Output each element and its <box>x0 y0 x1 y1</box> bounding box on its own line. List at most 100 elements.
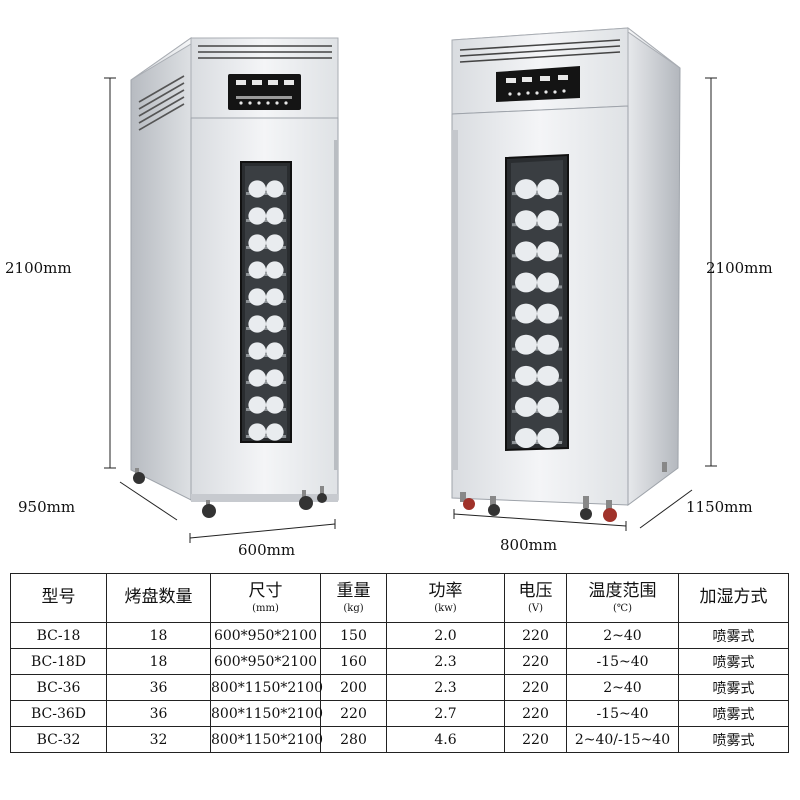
dough-ball <box>515 210 537 231</box>
tray-shelf <box>512 254 562 258</box>
dough-ball <box>266 180 284 198</box>
dough-ball <box>266 369 284 387</box>
header-weight: 重量(kg) <box>320 573 387 623</box>
table-row: BC-32 32 800*1150*2100 280 4.6 220 2~40/… <box>10 726 789 753</box>
dough-ball <box>537 303 559 324</box>
cell-temp-range: 2~40 <box>566 674 679 701</box>
left-cabinet-side <box>130 37 192 501</box>
dough-ball <box>248 261 266 279</box>
right-control-panel[interactable] <box>496 66 580 102</box>
dough-ball <box>515 334 537 355</box>
dough-ball <box>248 234 266 252</box>
dough-ball <box>515 179 537 200</box>
tray-shelf <box>512 347 562 351</box>
table-row: BC-18 18 600*950*2100 150 2.0 220 2~40 喷… <box>10 622 789 649</box>
cell-weight: 280 <box>320 726 387 753</box>
left-control-panel[interactable] <box>228 74 301 110</box>
tray-shelf <box>512 192 562 196</box>
cell-size: 800*1150*2100 <box>210 674 323 701</box>
header-power: 功率(kw) <box>386 573 505 623</box>
cell-power: 2.3 <box>386 674 505 701</box>
cell-model: BC-18 <box>10 622 107 649</box>
cell-model: BC-32 <box>10 726 107 753</box>
cell-size: 600*950*2100 <box>210 648 321 675</box>
table-row: BC-36D 36 800*1150*2100 220 2.7 220 -15~… <box>10 700 789 727</box>
dough-ball <box>266 207 284 225</box>
tray-shelf <box>512 441 562 444</box>
tray-shelf <box>512 316 562 320</box>
left-depth-label: 950mm <box>18 498 76 516</box>
tray-shelf <box>246 354 286 357</box>
right-tray-rows <box>512 179 562 448</box>
cell-power: 2.0 <box>386 622 505 649</box>
dough-ball <box>515 272 537 293</box>
dough-ball <box>248 207 266 225</box>
tray-shelf <box>246 219 286 222</box>
cell-temp-range: -15~40 <box>566 648 679 675</box>
cell-voltage: 220 <box>504 700 567 727</box>
left-height-label: 2100mm <box>5 259 72 277</box>
cell-humidify: 喷雾式 <box>678 700 789 727</box>
left-width-label: 600mm <box>238 541 296 559</box>
dough-ball <box>537 428 559 448</box>
cell-temp-range: 2~40 <box>566 622 679 649</box>
dough-ball <box>515 396 537 417</box>
dough-ball <box>537 272 559 293</box>
dough-ball <box>248 369 266 387</box>
cell-tray-count: 18 <box>106 648 211 675</box>
cell-model: BC-36D <box>10 700 107 727</box>
dough-ball <box>248 396 266 414</box>
dough-ball <box>515 428 537 448</box>
dough-ball <box>248 423 266 441</box>
table-header-row: 型号 烤盘数量 尺寸(mm) 重量(kg) 功率(kw) 电压(V) 温度范围(… <box>10 573 789 623</box>
cell-model: BC-36 <box>10 674 107 701</box>
cell-model: BC-18D <box>10 648 107 675</box>
cell-humidify: 喷雾式 <box>678 648 789 675</box>
tray-shelf <box>246 192 286 195</box>
product-illustration: 2100mm 950mm 600mm 2100mm 800mm 1150mm <box>5 26 773 559</box>
cell-temp-range: 2~40/-15~40 <box>566 726 679 753</box>
left-control-display <box>236 80 294 105</box>
cell-size: 800*1150*2100 <box>210 700 323 727</box>
cell-temp-range: -15~40 <box>566 700 679 727</box>
left-cabinet <box>130 37 339 518</box>
left-tray-rows <box>246 180 286 441</box>
tray-shelf <box>246 381 286 384</box>
dough-ball <box>537 179 559 200</box>
dough-ball <box>537 365 559 386</box>
dough-ball <box>515 365 537 386</box>
table-row: BC-36 36 800*1150*2100 200 2.3 220 2~40 … <box>10 674 789 701</box>
cell-power: 4.6 <box>386 726 505 753</box>
cell-tray-count: 32 <box>106 726 211 753</box>
cell-size: 800*1150*2100 <box>210 726 323 753</box>
dough-ball <box>537 210 559 231</box>
left-side-vents <box>138 75 185 131</box>
dough-ball <box>266 342 284 360</box>
cell-tray-count: 36 <box>106 700 211 727</box>
cell-size: 600*950*2100 <box>210 622 321 649</box>
tray-shelf <box>246 435 286 438</box>
cell-tray-count: 18 <box>106 622 211 649</box>
left-door-window <box>240 161 292 443</box>
cell-weight: 160 <box>320 648 387 675</box>
left-door-hinge <box>334 140 338 470</box>
tray-shelf <box>512 285 562 289</box>
cell-weight: 150 <box>320 622 387 649</box>
tray-shelf <box>512 223 562 227</box>
cell-power: 2.7 <box>386 700 505 727</box>
dough-ball <box>248 315 266 333</box>
right-casters <box>460 462 667 522</box>
left-dimension-lines <box>104 77 336 543</box>
right-door-hinge <box>452 130 458 470</box>
cell-power: 2.3 <box>386 648 505 675</box>
left-header-vents <box>198 45 332 59</box>
cell-voltage: 220 <box>504 726 567 753</box>
dough-ball <box>248 342 266 360</box>
cell-weight: 200 <box>320 674 387 701</box>
right-header-vents <box>459 39 621 63</box>
left-casters <box>133 468 327 518</box>
dough-ball <box>537 334 559 355</box>
cell-voltage: 220 <box>504 622 567 649</box>
dough-ball <box>537 241 559 262</box>
tray-shelf <box>246 408 286 411</box>
